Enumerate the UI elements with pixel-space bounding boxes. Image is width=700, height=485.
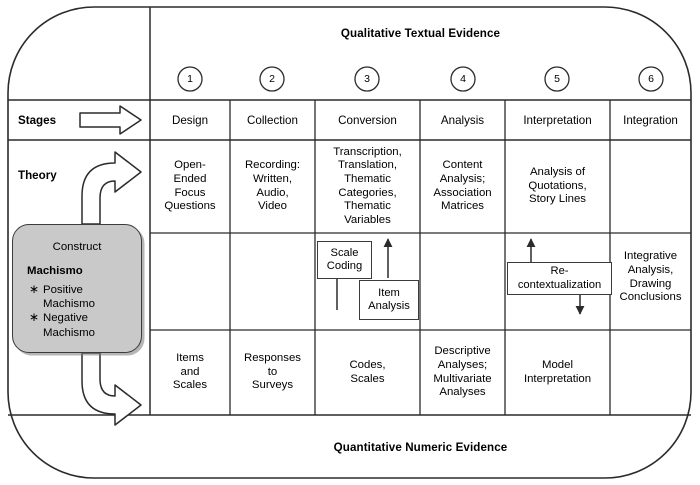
stage-number-5: 5 [545,67,569,91]
qual-cell-collection: Recording: Written, Audio, Video [230,140,315,233]
quant-cell-conversion-text: Codes, Scales [349,358,386,385]
stage-cell-collection-label: Collection [247,113,298,127]
banner-qualitative-label: Qualitative Textual Evidence [340,26,501,40]
stage-number-2: 2 [260,67,284,91]
stage-cell-interpretation-label: Interpretation [523,113,592,127]
row-label-theory: Theory [18,160,88,190]
banner-qualitative: Qualitative Textual Evidence [150,16,691,50]
integration-cell-text: Integrative Analysis, Drawing Conclusion… [619,250,682,304]
stage-cell-conversion: Conversion [315,100,420,140]
row-label-stages-text: Stages [18,113,57,127]
outer-frame [7,6,692,479]
construct-kicker: Construct [52,241,102,253]
stage-number-6: 6 [639,67,663,91]
box-item-analysis[interactable]: Item Analysis [359,280,419,320]
quant-cell-design-text: Items and Scales [172,352,208,392]
qual-cell-collection-text: Recording: Written, Audio, Video [244,159,301,213]
quant-cell-collection-text: Responses to Surveys [244,352,301,392]
stages-block-arrow [79,105,142,135]
stage-number-1-label: 1 [187,73,193,85]
qual-cell-design: Open- Ended Focus Questions [150,140,230,233]
stage-cell-integration-label: Integration [623,113,678,127]
stage-circle-4 [450,66,476,92]
stage-number-4: 4 [451,67,475,91]
qual-cell-conversion-text: Transcription, Translation, Thematic Cat… [333,145,402,226]
stage-cell-interpretation: Interpretation [505,100,610,140]
integration-cell: Integrative Analysis, Drawing Conclusion… [610,140,691,415]
construct-title: Machismo [27,265,83,277]
stage-number-6-label: 6 [648,73,654,85]
box-recontextualization-label: Re- contextualization [517,265,602,291]
qual-cell-analysis: Content Analysis; Association Matrices [420,140,505,233]
stage-cell-collection: Collection [230,100,315,140]
stage-circle-2 [259,66,285,92]
quant-cell-design: Items and Scales [150,330,230,415]
stage-cell-analysis: Analysis [420,100,505,140]
stage-number-3-label: 3 [364,73,370,85]
row-label-stages: Stages [18,100,88,140]
stage-cell-design: Design [150,100,230,140]
qual-cell-conversion: Transcription, Translation, Thematic Cat… [315,140,420,233]
banner-quantitative: Quantitative Numeric Evidence [150,432,691,462]
stage-cell-design-label: Design [171,113,209,127]
box-scale-coding[interactable]: Scale Coding [317,241,372,279]
stage-circle-5 [544,66,570,92]
row-label-theory-text: Theory [18,168,57,182]
qual-cell-design-text: Open- Ended Focus Questions [164,159,216,213]
stage-circle-3 [354,66,380,92]
stage-number-1: 1 [178,67,202,91]
stage-number-5-label: 5 [554,73,560,85]
qual-cell-interpretation-text: Analysis of Quotations, Story Lines [528,166,587,206]
box-item-analysis-label: Item Analysis [368,286,410,312]
qual-cell-interpretation: Analysis of Quotations, Story Lines [505,140,610,233]
qual-cell-analysis-text: Content Analysis; Association Matrices [433,159,492,213]
stage-cell-analysis-label: Analysis [440,113,485,127]
stage-number-2-label: 2 [269,73,275,85]
theory-arrow-down [81,352,142,426]
construct-box[interactable]: Construct Machismo Positive Machismo Neg… [12,224,142,353]
construct-list-item: Negative Machismo [27,310,133,339]
stage-cell-integration: Integration [610,100,691,140]
box-recontextualization[interactable]: Re- contextualization [507,262,612,295]
theory-arrow-up [81,151,142,225]
box-scale-coding-label: Scale Coding [326,246,363,272]
quant-cell-collection: Responses to Surveys [230,330,315,415]
construct-list: Positive Machismo Negative Machismo [27,282,133,340]
stage-number-3: 3 [355,67,379,91]
quant-cell-interpretation-text: Model Interpretation [523,358,592,385]
quant-cell-interpretation: Model Interpretation [505,330,610,415]
banner-quantitative-label: Quantitative Numeric Evidence [333,440,508,454]
quant-cell-analysis-text: Descriptive Analyses; Multivariate Analy… [433,345,492,399]
stage-number-4-label: 4 [460,73,466,85]
stage-circle-6 [638,66,664,92]
quant-cell-conversion: Codes, Scales [315,330,420,415]
quant-cell-analysis: Descriptive Analyses; Multivariate Analy… [420,330,505,415]
stage-circle-1 [177,66,203,92]
stage-cell-conversion-label: Conversion [338,113,397,127]
construct-list-item: Positive Machismo [27,282,133,311]
